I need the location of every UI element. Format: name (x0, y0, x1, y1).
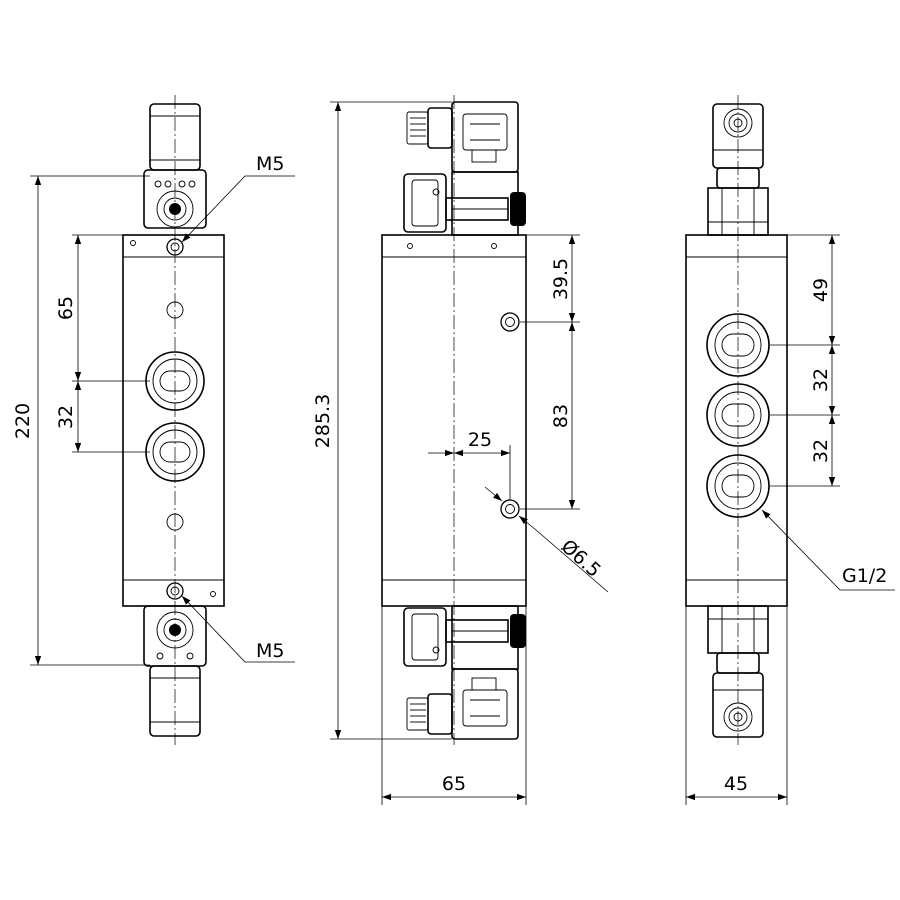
dim-front-port-spacing: 32 (55, 405, 77, 429)
end-valve-body (685, 234, 788, 607)
dim-side-width: 65 (442, 773, 466, 795)
dim-side-top-offset: 39.5 (550, 258, 572, 300)
side-hole-bottom (500, 499, 520, 519)
dim-end-width: 45 (724, 773, 748, 795)
front-valve-body (122, 234, 225, 607)
dim-end-port-pitch-1: 32 (810, 368, 832, 392)
callout-g12-port: G1/2 (842, 565, 887, 587)
dim-end-port-pitch-2: 32 (810, 439, 832, 463)
callout-m5-top: M5 (256, 153, 284, 175)
dim-front-upper-spacing: 65 (55, 296, 77, 320)
dim-side-hole-diameter: Ø6.5 (557, 535, 605, 582)
dim-front-overall-height: 220 (12, 403, 34, 439)
dim-side-hole-offset: 25 (468, 429, 492, 451)
dim-side-overall-length: 285.3 (312, 394, 334, 448)
side-top-solenoid (403, 101, 526, 236)
dim-end-top-offset: 49 (810, 278, 832, 302)
front-view: 220 65 32 M5 M5 (12, 95, 295, 745)
end-view: 45 49 32 32 G1/2 (685, 95, 895, 805)
side-hole-top (500, 312, 520, 332)
side-bottom-solenoid (403, 605, 526, 740)
dim-side-hole-spacing: 83 (550, 404, 572, 428)
callout-m5-bottom: M5 (256, 640, 284, 662)
side-view: 285.3 65 39.5 83 25 Ø6.5 (312, 95, 609, 805)
